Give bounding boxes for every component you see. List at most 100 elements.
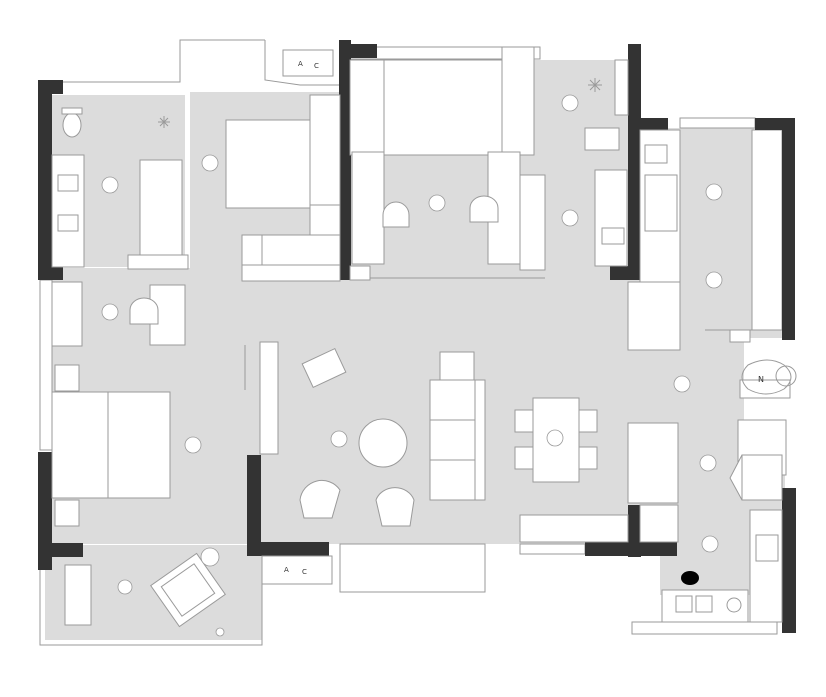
window-bottom-middle (339, 543, 486, 593)
sink-right-room (644, 144, 668, 164)
lamp-icon (330, 430, 348, 448)
fridge-unit (741, 454, 783, 501)
wardrobe-left (259, 341, 279, 455)
switch-box-bottom (261, 555, 333, 585)
wall-kitchen-right (782, 488, 796, 633)
north-compass-icon (741, 359, 792, 395)
wall-right-room-side (782, 118, 795, 340)
shelf-middle-right (519, 174, 546, 271)
balcony-outline-left (39, 570, 263, 646)
door-strip-middle (349, 265, 371, 281)
wall-top-middle-left (339, 40, 351, 278)
north-label: N (758, 375, 764, 384)
lounge-chair-top (301, 347, 347, 389)
entry-cabinet (739, 379, 791, 399)
wall-left-lower (38, 452, 52, 570)
sink-right-bath (601, 227, 625, 245)
nightstand-left-top (54, 364, 80, 392)
window-top-left (62, 39, 265, 83)
switch-box-top (282, 49, 334, 77)
switch-label-top: A (298, 60, 303, 68)
lamp-icon (546, 429, 564, 447)
bedroom-left (51, 281, 279, 527)
wall-top-middle-cap (339, 44, 377, 58)
bedroom-middle (349, 46, 546, 281)
lamp-icon (215, 627, 225, 637)
window-right-room-edge (751, 129, 783, 331)
chair-middle-left (382, 201, 410, 228)
lamp-icon (701, 535, 719, 553)
bathroom-left (51, 107, 189, 270)
dining-chair-2 (514, 446, 534, 470)
kitchen (661, 379, 791, 623)
window-bottom-center (519, 543, 586, 555)
cabinet-right-bath (594, 169, 628, 267)
window-left-wall (39, 279, 53, 451)
wall-right-bath (628, 44, 641, 280)
sink-2 (57, 214, 79, 232)
bed-top-nightstand (309, 204, 341, 236)
kitchen-sink-2 (695, 595, 713, 613)
bed-left (51, 391, 171, 499)
wall-left-corner (38, 266, 63, 280)
sink-1 (57, 174, 79, 192)
cabinet-left-corridor (51, 281, 83, 347)
armchair-living-left (299, 480, 341, 519)
entry-door-swing (729, 454, 743, 501)
switch-label-bottom: A (284, 566, 289, 574)
bathtub-bench (139, 159, 183, 261)
entry-console (639, 504, 679, 543)
nightstand-left-bottom (54, 499, 80, 527)
lamp-icon (699, 454, 717, 472)
wall-right-bath-cap (610, 266, 641, 280)
lamp-icon (428, 194, 446, 212)
stove (755, 534, 779, 562)
wardrobe-middle-right (501, 46, 535, 156)
stove-counter (749, 509, 783, 623)
chair-left (129, 297, 159, 325)
lamp-icon (117, 579, 133, 595)
lamp-icon (201, 154, 219, 172)
ceiling-lights (101, 94, 723, 637)
balcony-left (64, 552, 226, 628)
wardrobe-middle-left (349, 59, 387, 156)
sofa-living (429, 379, 486, 501)
armchair-living-right (375, 487, 415, 527)
wall-left-upper (38, 80, 52, 280)
vanity-cabinet (51, 154, 85, 268)
kitchen-sink-1 (675, 595, 693, 613)
walls (38, 40, 796, 633)
cabinet-living-right (627, 422, 679, 504)
switch-label-top-2: C (314, 62, 319, 70)
lamp-icon (200, 547, 220, 567)
lamp-icon (184, 436, 202, 454)
armchair-balcony-inner (160, 563, 216, 617)
appliance-right-room (644, 174, 678, 232)
north-compass-ring (775, 365, 797, 387)
dining-chair-3 (578, 409, 598, 433)
bedroom-top (225, 94, 341, 282)
round-coffee-table (358, 418, 408, 468)
bench-base (127, 254, 189, 270)
tv-console (519, 514, 629, 543)
lamp-icon (101, 176, 119, 194)
balcony-bench (64, 564, 92, 626)
fan-icon (158, 116, 170, 128)
lamp-icon (705, 271, 723, 289)
room-right (627, 129, 760, 351)
wall-bottom-left-beam (247, 542, 329, 556)
lamp-icon (705, 183, 723, 201)
dining-chair-1 (514, 409, 534, 433)
wall-left-bottom-cap (38, 543, 83, 557)
bathroom-right (584, 59, 629, 267)
toilet (62, 112, 82, 138)
wall-bottom-left-post (247, 455, 261, 555)
dining-chair-4 (578, 446, 598, 470)
switch-label-bottom-2: C (302, 568, 307, 576)
chair-middle-right (469, 195, 499, 223)
wall-left-upper-cap (38, 80, 63, 94)
wall-bottom-center-beam (585, 542, 677, 556)
ottoman (439, 351, 475, 381)
kitchen-round-item (726, 597, 742, 613)
